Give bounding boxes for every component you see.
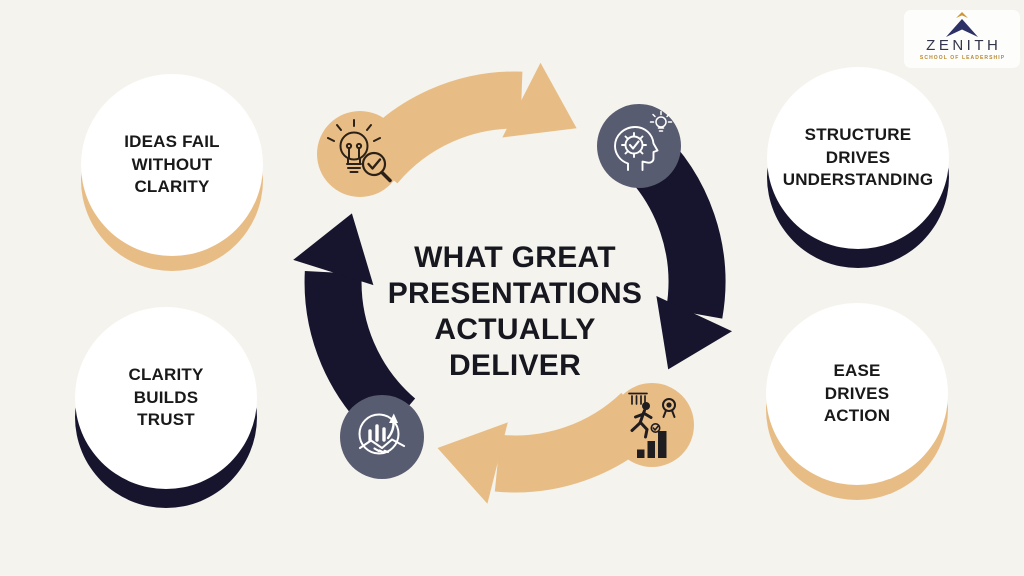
node-label-line: DRIVES bbox=[825, 147, 891, 167]
logo-triangle bbox=[946, 19, 978, 37]
chart-arrow-glyph bbox=[358, 413, 400, 455]
node-label-line: STRUCTURE bbox=[804, 125, 912, 145]
idea-search-icon bbox=[317, 111, 403, 197]
node-label-line: CLARITY bbox=[128, 365, 204, 385]
node-structure: STRUCTURE DRIVES UNDERSTANDING bbox=[767, 67, 949, 268]
arrowhead-top bbox=[502, 62, 577, 138]
brand-tagline: SCHOOL OF LEADERSHIP bbox=[919, 55, 1006, 61]
node-label: CLARITY BUILDS TRUST bbox=[128, 364, 203, 431]
arrowhead-left bbox=[293, 213, 374, 286]
node-label: EASE DRIVES ACTION bbox=[824, 360, 890, 427]
brand-name: ZENITH bbox=[926, 37, 1002, 54]
progress-achievement-icon bbox=[610, 383, 694, 467]
check-badge-glyph bbox=[650, 422, 661, 433]
lightbulb-glyph bbox=[327, 119, 381, 173]
node-label-line: UNDERSTANDING bbox=[782, 170, 934, 190]
logo-chevron bbox=[956, 12, 968, 18]
arrowhead-bottom bbox=[437, 422, 508, 504]
handshake-glyph bbox=[358, 438, 406, 454]
node-circle: EASE DRIVES ACTION bbox=[766, 303, 948, 485]
node-circle: STRUCTURE DRIVES UNDERSTANDING bbox=[767, 67, 949, 249]
node-ease-action: EASE DRIVES ACTION bbox=[766, 303, 948, 500]
icon-circle-slate bbox=[597, 104, 681, 188]
growth-handshake-icon bbox=[340, 395, 424, 479]
running-person-glyph bbox=[630, 402, 653, 439]
title-line: PRESENTATIONS bbox=[387, 277, 643, 310]
zenith-logo-card: ZENITH SCHOOL OF LEADERSHIP bbox=[904, 10, 1020, 68]
title-line: DELIVER bbox=[448, 349, 582, 382]
mindset-gear-icon bbox=[597, 104, 681, 188]
node-label: IDEAS FAIL WITHOUT CLARITY bbox=[124, 131, 220, 198]
medal-glyph bbox=[662, 398, 676, 418]
node-label-line: EASE bbox=[833, 361, 881, 381]
title-line: WHAT GREAT bbox=[414, 241, 616, 274]
node-label-line: IDEAS FAIL bbox=[124, 132, 220, 152]
node-circle: IDEAS FAIL WITHOUT CLARITY bbox=[81, 74, 263, 256]
main-title: WHAT GREAT PRESENTATIONS ACTUALLY DELIVE… bbox=[340, 240, 690, 384]
progress-bars-glyph bbox=[637, 431, 667, 458]
columns-glyph bbox=[628, 392, 648, 405]
node-label-line: BUILDS bbox=[133, 387, 199, 407]
node-ideas-fail: IDEAS FAIL WITHOUT CLARITY bbox=[81, 74, 263, 271]
node-label-line: CLARITY bbox=[134, 177, 210, 197]
arrowhead-right bbox=[656, 296, 732, 370]
node-label-line: TRUST bbox=[137, 410, 195, 430]
node-label-line: WITHOUT bbox=[131, 154, 213, 174]
node-label-line: DRIVES bbox=[824, 383, 890, 403]
node-label-line: ACTION bbox=[823, 406, 891, 426]
node-clarity-trust: CLARITY BUILDS TRUST bbox=[75, 307, 257, 508]
magnifier-check-glyph bbox=[361, 151, 392, 183]
pyramid-arrow-icon bbox=[946, 12, 978, 37]
node-label: STRUCTURE DRIVES UNDERSTANDING bbox=[783, 124, 934, 191]
title-line: ACTUALLY bbox=[434, 313, 596, 346]
head-profile-glyph bbox=[614, 126, 659, 171]
icon-circle-slate bbox=[340, 395, 424, 479]
node-circle: CLARITY BUILDS TRUST bbox=[75, 307, 257, 489]
small-bulb-glyph bbox=[649, 110, 673, 132]
